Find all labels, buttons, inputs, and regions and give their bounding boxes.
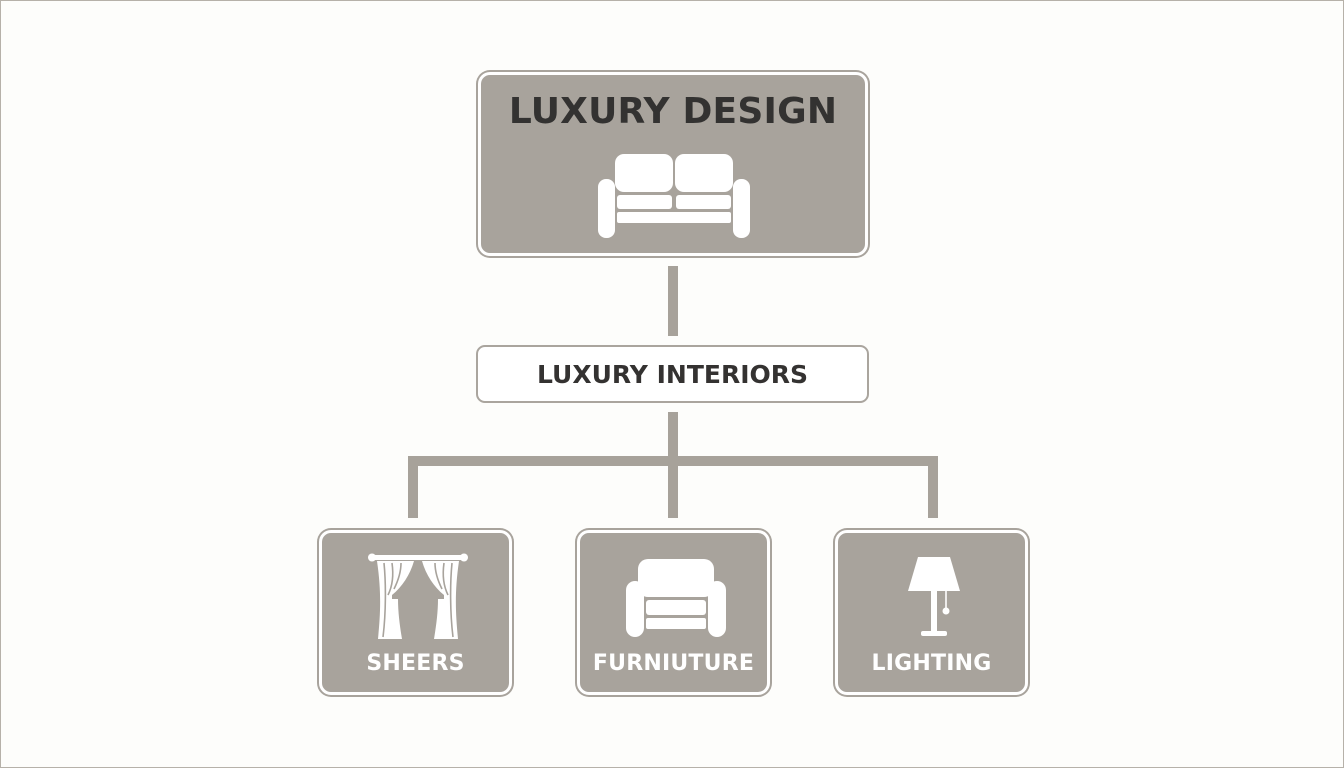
connector-left-drop xyxy=(408,456,418,518)
lighting-card: LIGHTING xyxy=(835,530,1028,695)
connector-horizontal-bar xyxy=(408,456,938,466)
luxury-design-title: LUXURY DESIGN xyxy=(508,91,838,132)
lighting-label: LIGHTING xyxy=(871,651,992,676)
luxury-interiors-box: LUXURY INTERIORS xyxy=(476,345,869,403)
sheers-label: SHEERS xyxy=(366,651,465,676)
connector-right-drop xyxy=(928,456,938,518)
furniture-card: FURNIUTURE xyxy=(577,530,770,695)
connector-top-to-middle xyxy=(668,266,678,336)
lamp-icon xyxy=(908,557,960,636)
luxury-design-card: LUXURY DESIGN xyxy=(478,72,868,256)
curtains-icon xyxy=(368,553,468,639)
furniture-label: FURNIUTURE xyxy=(592,651,755,676)
sofa-icon xyxy=(598,154,750,238)
luxury-interiors-title: LUXURY INTERIORS xyxy=(536,360,809,389)
armchair-icon xyxy=(626,559,726,637)
sheers-card: SHEERS xyxy=(319,530,512,695)
